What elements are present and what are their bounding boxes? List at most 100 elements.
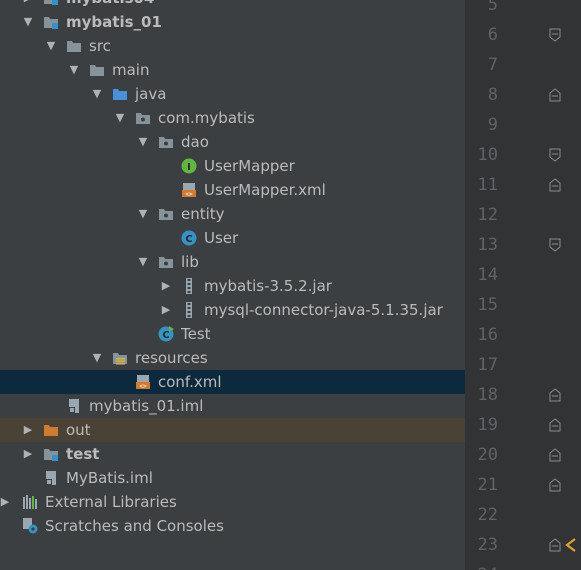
class-icon: C: [181, 230, 197, 246]
editor-gutter: 56789101112131415161718192021222324: [465, 0, 581, 570]
line-number: 6: [487, 25, 498, 45]
fold-end-icon[interactable]: [549, 28, 561, 42]
tree-node[interactable]: ▶ mybatis04: [0, 0, 465, 10]
tree-node[interactable]: C User: [0, 226, 465, 250]
tree-node[interactable]: Scratches and Consoles: [0, 514, 465, 538]
expand-arrow-icon[interactable]: ▶: [0, 495, 10, 508]
fold-start-icon[interactable]: [549, 538, 561, 552]
line-number: 12: [477, 205, 498, 225]
tree-node[interactable]: ▼ entity: [0, 202, 465, 226]
tree-node[interactable]: mybatis_01.iml: [0, 394, 465, 418]
package-icon: [158, 254, 174, 270]
tree-node-label: User: [204, 229, 239, 247]
libraries-icon: [22, 494, 38, 510]
tree-node-label: Test: [181, 325, 211, 343]
collapse-arrow-icon[interactable]: ▼: [138, 255, 148, 268]
jar-icon: [181, 302, 197, 318]
tree-node-label: test: [66, 445, 100, 463]
module-folder-icon: [43, 14, 59, 30]
fold-end-icon[interactable]: [549, 238, 561, 252]
expand-arrow-icon[interactable]: ▶: [161, 279, 171, 292]
expand-arrow-icon[interactable]: ▶: [161, 303, 171, 316]
tree-node-label: entity: [181, 205, 225, 223]
tree-node[interactable]: ▶ mybatis-3.5.2.jar: [0, 274, 465, 298]
collapse-arrow-icon[interactable]: ▼: [92, 87, 102, 100]
line-number: 19: [477, 415, 498, 435]
tree-node[interactable]: ▶ External Libraries: [0, 490, 465, 514]
tree-node[interactable]: ▼main: [0, 58, 465, 82]
line-number: 23: [477, 535, 498, 555]
line-number: 13: [477, 235, 498, 255]
tree-node-label: UserMapper.xml: [204, 181, 326, 199]
expand-arrow-icon[interactable]: ▶: [22, 0, 34, 10]
iml-file-icon: [66, 398, 82, 414]
tree-node[interactable]: ▶ test: [0, 442, 465, 466]
tree-node[interactable]: ▶ mysql-connector-java-5.1.35.jar: [0, 298, 465, 322]
excluded-folder-icon: [43, 422, 59, 438]
tree-node[interactable]: ▼ resources: [0, 346, 465, 370]
package-icon: [135, 110, 151, 126]
tree-node-label: src: [89, 37, 111, 55]
tree-node-label: com.mybatis: [158, 109, 255, 127]
tree-node-label: java: [135, 85, 167, 103]
fold-start-icon[interactable]: [549, 178, 561, 192]
folder-icon: [89, 62, 105, 78]
fold-start-icon[interactable]: [549, 418, 561, 432]
expand-arrow-icon[interactable]: ▶: [23, 423, 33, 436]
tree-node[interactable]: C Test: [0, 322, 465, 346]
tree-node-label: lib: [181, 253, 199, 271]
svg-text:<>: <>: [139, 383, 147, 390]
package-icon: [158, 206, 174, 222]
line-number: 24: [465, 560, 498, 570]
svg-text:C: C: [162, 330, 169, 341]
collapse-arrow-icon[interactable]: ▼: [138, 135, 148, 148]
fold-end-icon[interactable]: [549, 148, 561, 162]
line-number: 5: [487, 0, 498, 15]
collapse-arrow-icon[interactable]: ▼: [92, 351, 102, 364]
collapse-arrow-icon[interactable]: ▼: [46, 39, 56, 52]
line-number: 22: [477, 505, 498, 525]
line-number: 18: [477, 385, 498, 405]
tree-node[interactable]: ▶out: [0, 418, 465, 442]
tree-node[interactable]: <>conf.xml: [0, 370, 465, 394]
tree-node[interactable]: ▼ mybatis_01: [0, 10, 465, 34]
svg-text:C: C: [185, 234, 192, 245]
collapse-arrow-icon[interactable]: ▼: [23, 15, 33, 28]
module-folder-icon: [43, 446, 59, 462]
tree-node[interactable]: <> UserMapper.xml: [0, 178, 465, 202]
tree-node-label: mybatis_01: [66, 13, 162, 31]
line-number: 20: [477, 445, 498, 465]
runnable-class-icon: C: [158, 326, 174, 342]
line-number: 11: [477, 175, 498, 195]
line-number: 14: [477, 265, 498, 285]
fold-start-icon[interactable]: [549, 88, 561, 102]
tree-node[interactable]: ▼ lib: [0, 250, 465, 274]
tree-node[interactable]: ▼dao: [0, 130, 465, 154]
tree-node[interactable]: ▼ com.mybatis: [0, 106, 465, 130]
interface-icon: I: [181, 158, 197, 174]
tree-node[interactable]: ▼ java: [0, 82, 465, 106]
fold-start-icon[interactable]: [549, 388, 561, 402]
collapse-arrow-icon[interactable]: ▼: [69, 63, 79, 76]
iml-file-icon: [43, 470, 59, 486]
tree-node-label: resources: [135, 349, 208, 367]
collapse-arrow-icon[interactable]: ▼: [138, 207, 148, 220]
fold-start-icon[interactable]: [549, 478, 561, 492]
tree-node-label: mybatis04: [66, 0, 154, 10]
line-number: 8: [487, 85, 498, 105]
xml-file-icon: <>: [135, 374, 151, 390]
tree-node-label: mybatis_01.iml: [89, 397, 204, 415]
expand-arrow-icon[interactable]: ▶: [23, 447, 33, 460]
tree-node[interactable]: ▼ src: [0, 34, 465, 58]
folder-icon: [66, 38, 82, 54]
svg-text:<>: <>: [185, 191, 193, 198]
tree-node-label: Scratches and Consoles: [45, 517, 224, 535]
tree-node-label: mysql-connector-java-5.1.35.jar: [204, 301, 443, 319]
jar-icon: [181, 278, 197, 294]
collapse-arrow-icon[interactable]: ▼: [115, 111, 125, 124]
tree-node-label: External Libraries: [45, 493, 177, 511]
tree-node-label: mybatis-3.5.2.jar: [204, 277, 332, 295]
fold-start-icon[interactable]: [549, 448, 561, 462]
tree-node[interactable]: MyBatis.iml: [0, 466, 465, 490]
